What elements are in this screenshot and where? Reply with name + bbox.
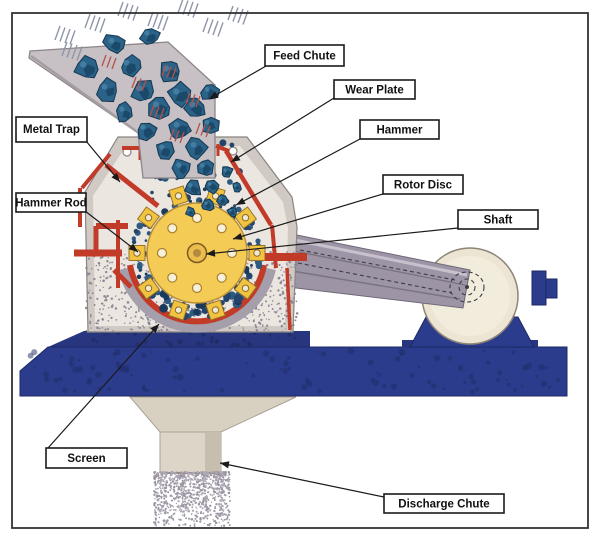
label-box-shaft (457, 209, 539, 230)
leader-arrowhead (128, 243, 138, 252)
diagram-frame (11, 12, 589, 529)
leader-arrowhead (231, 154, 241, 162)
label-box-wear-plate (333, 79, 416, 100)
base-ledge (48, 331, 310, 347)
leader-shaft (205, 227, 459, 255)
right-wall-liner (285, 267, 292, 331)
hammer-rod-hole (241, 284, 250, 292)
label-feed-chute: Feed Chute (273, 51, 336, 63)
label-box-rotor-disc (382, 174, 464, 195)
label-box-screen (45, 447, 128, 469)
feed-rocks (73, 28, 242, 218)
label-box-feed-chute (264, 44, 345, 67)
hammer-rod-hole (253, 249, 261, 257)
hammer-rod-hole (241, 213, 250, 222)
base-slab (19, 346, 568, 397)
label-hammer-rod: Hammer Rod (15, 198, 87, 210)
leader-screen (47, 323, 160, 449)
pulley-center-dot (465, 285, 469, 289)
leader-arrowhead (111, 172, 120, 182)
label-wear-plate: Wear Plate (345, 85, 404, 97)
leader-wear-plate (230, 97, 335, 163)
label-hammer: Hammer (376, 125, 423, 137)
hammer-rod-hole (211, 306, 220, 314)
discharge-spray (152, 470, 231, 527)
hammer-rod-hole (133, 249, 141, 257)
label-screen: Screen (67, 453, 105, 465)
label-box-hammer-rod (15, 192, 87, 213)
leader-arrowhead (236, 197, 246, 205)
label-discharge-chute: Discharge Chute (398, 499, 489, 511)
leader-arrowhead (220, 461, 230, 469)
leader-hammer (235, 138, 361, 206)
base-foundation (19, 330, 568, 397)
leader-arrowhead (150, 324, 159, 334)
rock (96, 76, 117, 103)
hammer-rod-hole (144, 284, 153, 292)
wear-plate-shape (224, 149, 273, 227)
leader-arrowhead (233, 233, 243, 240)
hammer-shape (168, 299, 189, 321)
leader-feed-chute (208, 65, 267, 100)
shaft-center (193, 249, 201, 257)
motion-lines (54, 0, 249, 144)
screen-housing-arc (118, 267, 276, 333)
leader-hammer-rod (84, 210, 139, 253)
pulley-inner-dashed (458, 278, 476, 296)
discharge-funnel (128, 396, 297, 474)
label-box-discharge-chute (383, 493, 505, 514)
hammer-shape (168, 185, 189, 207)
belt-path (297, 249, 485, 303)
belt-guard (276, 230, 471, 309)
rotor-assembly (146, 202, 248, 304)
hammer-rod-hole (144, 213, 153, 222)
hammer-rod-hole (174, 306, 183, 314)
leader-discharge-chute (219, 462, 385, 498)
hammers-ring (128, 185, 266, 321)
metal-trap-shape (104, 163, 160, 208)
label-shaft: Shaft (484, 215, 513, 227)
leader-arrowhead (206, 249, 216, 257)
label-box-hammer (359, 119, 440, 140)
hammer-shape (205, 299, 226, 321)
hammer-shape (233, 206, 258, 230)
leader-rotor-disc (232, 193, 384, 240)
discharge-chute-shadow (205, 432, 221, 473)
labels: Feed Chute Wear Plate Hammer Rotor Disc … (15, 44, 539, 514)
hammer-shape (136, 276, 161, 300)
hammer-rod-hole (174, 192, 183, 200)
label-metal-trap: Metal Trap (23, 124, 80, 136)
label-box-metal-trap (15, 116, 88, 143)
hammer-shape (233, 276, 258, 300)
leader-arrowhead (209, 91, 219, 99)
tensioner-bracket (531, 270, 558, 306)
pulley-outer-dashed (449, 271, 485, 303)
label-rotor-disc: Rotor Disc (394, 180, 453, 192)
hammer-shape (136, 206, 161, 230)
left-slope-liner (80, 152, 112, 190)
